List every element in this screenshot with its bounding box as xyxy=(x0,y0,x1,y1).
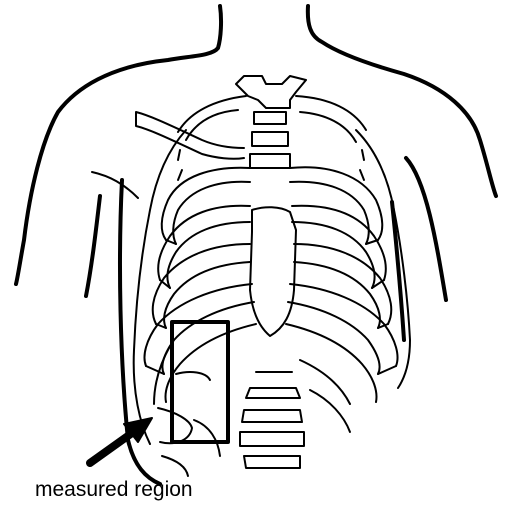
sternum xyxy=(250,207,296,336)
right-flank-line xyxy=(392,202,404,340)
measured-region-label: measured region xyxy=(35,478,193,502)
spine-top-vertebrae xyxy=(236,76,306,108)
left-arm-inner-line xyxy=(86,196,100,296)
body-outline xyxy=(16,6,496,484)
arrow-icon xyxy=(90,418,152,463)
right-ribs xyxy=(286,96,410,432)
right-neck-shoulder-line xyxy=(308,6,496,196)
left-armpit-fold xyxy=(92,172,138,198)
spine xyxy=(236,76,306,468)
right-armpit-line xyxy=(406,158,446,300)
measured-region-box xyxy=(172,322,228,442)
